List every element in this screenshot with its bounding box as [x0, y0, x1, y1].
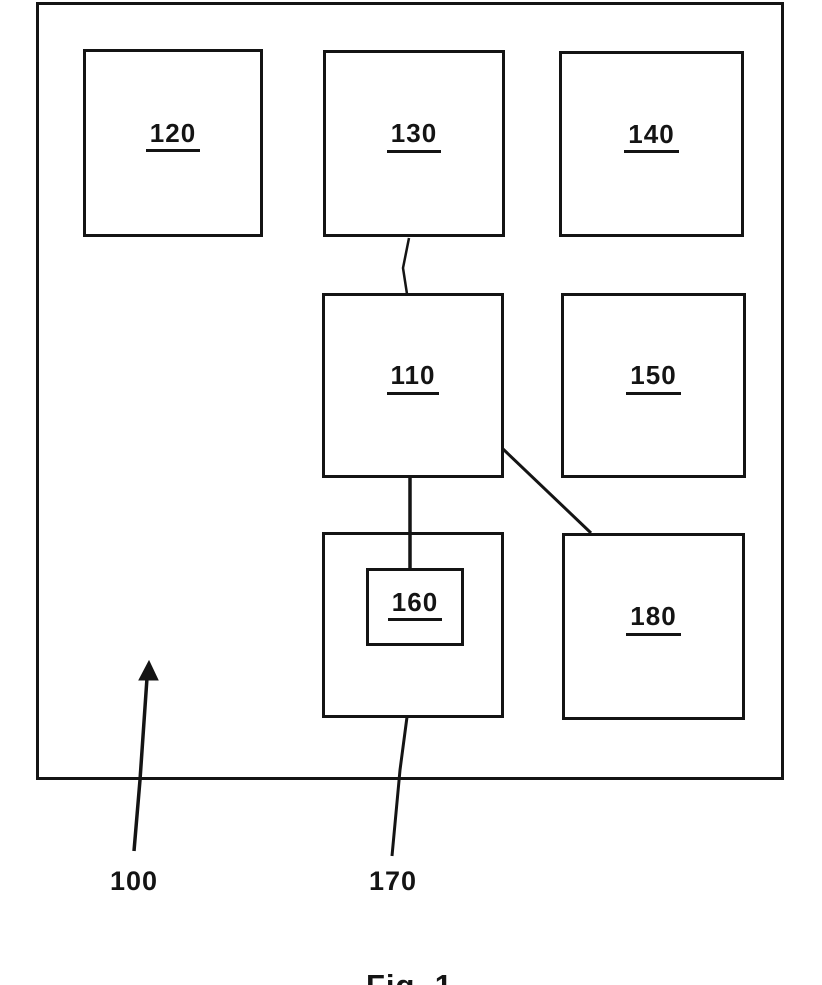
block-120-label: 120 — [146, 120, 200, 152]
block-160: 160 — [366, 568, 464, 646]
block-130-label: 130 — [387, 120, 441, 152]
block-140-label: 140 — [624, 121, 678, 153]
block-110-label: 110 — [387, 362, 440, 394]
block-180-label: 180 — [626, 603, 680, 635]
reference-label-100: 100 — [89, 866, 179, 897]
block-160-label: 160 — [388, 589, 442, 621]
block-150-label: 150 — [626, 362, 680, 394]
block-140: 140 — [559, 51, 744, 237]
block-180: 180 — [562, 533, 745, 720]
figure-caption: Fig. 1 — [366, 968, 453, 985]
block-120: 120 — [83, 49, 263, 237]
block-150: 150 — [561, 293, 746, 478]
block-110: 110 — [322, 293, 504, 478]
block-130: 130 — [323, 50, 505, 237]
reference-label-170: 170 — [348, 866, 438, 897]
